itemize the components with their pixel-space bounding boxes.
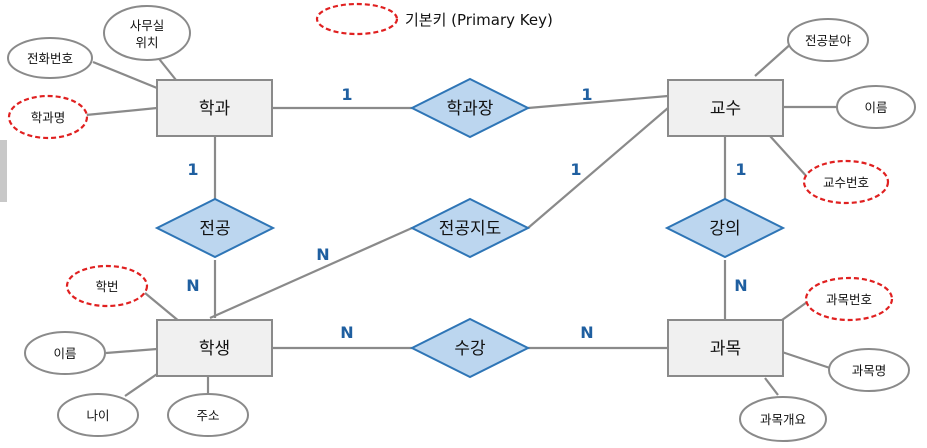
line-stu-name [105, 347, 158, 355]
line-course-id [781, 299, 811, 321]
connectors [85, 41, 838, 397]
attribute-stu-id-label: 학번 [95, 279, 118, 294]
attribute-stu-id: 학번 [65, 264, 149, 308]
attribute-stu-age-label: 나이 [86, 408, 109, 423]
legend-label: 기본키 (Primary Key) [405, 11, 553, 29]
line-course-name [781, 350, 831, 370]
attribute-dept-name-label: 학과명 [31, 110, 66, 125]
entity-professor: 교수 [667, 79, 784, 137]
cardinality-stu-advise: N [316, 245, 329, 264]
attribute-stu-name-label: 이름 [53, 346, 76, 361]
relationship-advise-label: 전공지도 [439, 219, 502, 239]
line-dept-phone [92, 60, 158, 90]
legend-primary-key-swatch [315, 2, 399, 36]
attribute-prof-field: 전공분야 [787, 18, 869, 62]
line-head-prof [527, 94, 669, 110]
attribute-course-id: 과목번호 [804, 276, 894, 322]
legend: 기본키 (Primary Key) [315, 2, 553, 36]
cardinality-dept-head: 1 [341, 85, 352, 104]
attribute-course-summary-label: 과목개요 [760, 412, 806, 427]
entity-course-label: 과목 [710, 339, 741, 359]
attribute-stu-address-label: 주소 [196, 408, 219, 423]
attribute-dept-phone-label: 전화번호 [27, 51, 73, 66]
attribute-prof-name-label: 이름 [864, 100, 887, 115]
attribute-prof-name: 이름 [836, 85, 916, 129]
line-course-summary [764, 377, 779, 396]
line-advise-stu [209, 226, 413, 320]
relationship-enroll: 수강 [409, 317, 531, 379]
line-prof-advise [527, 107, 669, 229]
attribute-course-name-label: 과목명 [852, 363, 887, 378]
line-prof-field [754, 41, 794, 77]
entity-course: 과목 [667, 319, 784, 377]
attribute-dept-phone: 전화번호 [7, 37, 93, 79]
relationship-enroll-label: 수강 [454, 339, 486, 359]
attribute-stu-name: 이름 [24, 331, 106, 375]
entity-department: 학과 [156, 79, 273, 137]
cardinality-stu-major: N [186, 276, 199, 295]
line-stu-id [144, 292, 181, 323]
attribute-prof-id-label: 교수번호 [823, 175, 869, 190]
attribute-dept-office-line1: 사무실 [130, 18, 165, 33]
attribute-prof-id: 교수번호 [802, 159, 890, 205]
relationship-major-label: 전공 [199, 219, 230, 239]
entity-student: 학생 [156, 319, 273, 377]
cardinality-dept-major: 1 [187, 160, 198, 179]
attribute-dept-name: 학과명 [7, 94, 89, 140]
line-prof-id [769, 135, 809, 179]
relationship-advise: 전공지도 [409, 197, 531, 259]
attribute-course-summary: 과목개요 [739, 396, 827, 442]
attribute-stu-age: 나이 [57, 393, 139, 437]
attribute-prof-field-label: 전공분야 [805, 33, 852, 48]
relationship-head: 학과장 [409, 77, 531, 139]
cardinality-course-enroll: N [580, 323, 593, 342]
line-stu-age [124, 371, 161, 397]
attribute-course-name: 과목명 [828, 348, 910, 392]
relationship-lecture-label: 강의 [709, 219, 740, 239]
sidebar-tab [0, 140, 7, 202]
cardinality-course-lecture: N [734, 276, 747, 295]
cardinality-stu-enroll: N [340, 323, 353, 342]
attribute-course-id-label: 과목번호 [826, 292, 872, 307]
cardinality-prof-head: 1 [581, 85, 592, 104]
attribute-stu-address: 주소 [167, 393, 249, 437]
cardinality-prof-lecture: 1 [735, 160, 746, 179]
line-dept-name [85, 106, 158, 117]
relationship-major: 전공 [154, 197, 276, 259]
entity-department-label: 학과 [199, 99, 231, 119]
attribute-dept-office: 사무실 위치 [103, 5, 191, 61]
relationship-lecture: 강의 [664, 197, 786, 259]
cardinality-prof-advise: 1 [570, 160, 581, 179]
attribute-dept-office-line2: 위치 [135, 35, 158, 50]
relationship-head-label: 학과장 [447, 99, 494, 119]
entity-professor-label: 교수 [710, 99, 741, 119]
entity-student-label: 학생 [199, 339, 230, 359]
